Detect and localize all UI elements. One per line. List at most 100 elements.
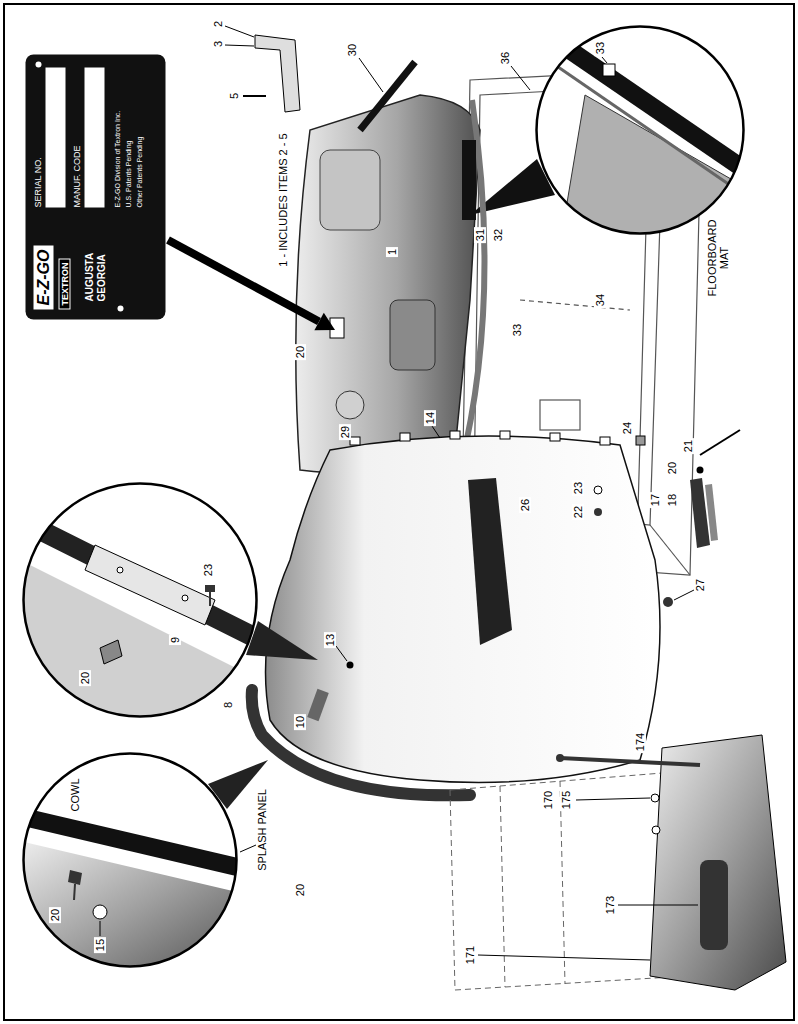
callout-number: 21 (682, 438, 694, 454)
cowl-body (336, 646, 347, 661)
inset-detail (205, 585, 215, 592)
cowl-body (594, 486, 602, 494)
callout-number: 33 (511, 322, 523, 338)
part-name: SPLASH PANEL (256, 787, 268, 873)
callout-number: 20 (666, 460, 678, 476)
cowl-body (636, 436, 645, 445)
page-frame (4, 4, 794, 1020)
trim-strip (359, 58, 530, 130)
bracket-part (255, 35, 300, 112)
plate-text: Other Patents Pending (135, 63, 143, 208)
callout-number: 174 (634, 731, 646, 753)
callout-number: 24 (621, 420, 633, 436)
callout-number: 31 (474, 227, 486, 243)
splash-panel-figure (500, 786, 505, 987)
cowl-body (350, 437, 360, 445)
bracket-part (225, 26, 300, 112)
cowl-body (400, 433, 410, 441)
splash-panel-figure (651, 794, 659, 802)
inset-illustration (545, 40, 750, 245)
cowl-body (697, 467, 704, 474)
inset-outline (22, 752, 238, 968)
cowl-body (468, 478, 512, 645)
callout-number: 20 (294, 882, 306, 898)
callout-number: 18 (666, 492, 678, 508)
callout-number: 23 (202, 562, 214, 578)
inset-detail (100, 640, 122, 664)
inset-detail (182, 595, 188, 601)
rivet-dot (35, 62, 41, 68)
bracket-part (243, 95, 266, 97)
inset-detail (68, 870, 82, 885)
cowl-body (674, 590, 694, 600)
callout-number: 20 (49, 907, 61, 923)
plate-text: E-Z-GO Division of Textron Inc. (113, 63, 121, 208)
inset-outline (22, 482, 258, 718)
cowl-body (700, 430, 740, 455)
detail-inset: 33 (535, 25, 745, 235)
cowl-body (500, 431, 510, 439)
plate-text: U.S. Patents Pending (124, 63, 132, 208)
inset-detail (74, 884, 75, 900)
detail-inset: 23920 (22, 482, 258, 718)
dash-panel (460, 100, 485, 470)
inset-detail (15, 815, 250, 870)
inset-border (24, 754, 237, 967)
cowl-body (705, 484, 718, 541)
inset-detail (85, 545, 215, 625)
callout-number: 27 (694, 577, 706, 593)
callout-number: 15 (94, 937, 106, 953)
callout-number: 3 (212, 39, 224, 49)
inset-detail (209, 592, 211, 606)
inset-border (537, 27, 744, 234)
cowl-body (347, 662, 354, 669)
inset-detail (602, 57, 607, 63)
cowl-body (663, 597, 673, 607)
bracket-part (225, 26, 254, 37)
blank-field (84, 68, 104, 208)
callout-number: 170 (542, 789, 554, 811)
inset-detail (117, 567, 123, 573)
inset-detail (545, 58, 740, 192)
serial-arrow (314, 313, 335, 331)
callout-number: 1 (386, 247, 398, 257)
cowl-body (432, 426, 440, 438)
bracket-part (225, 45, 254, 46)
dash-panel (320, 150, 380, 230)
trim-strip (360, 62, 415, 130)
callout-number: 20 (294, 344, 306, 360)
splash-panel-figure (576, 798, 650, 800)
part-name: COWL (69, 777, 81, 814)
inset-detail (100, 921, 101, 936)
inset-illustration (20, 520, 260, 730)
callout-number: 173 (604, 894, 616, 916)
cowl-body (600, 437, 610, 445)
callout-number: 5 (228, 91, 240, 101)
callout-number: 13 (324, 632, 336, 648)
splash-panel-figure (560, 758, 700, 765)
splash-panel-figure (618, 905, 698, 906)
callout-number: 29 (339, 424, 351, 440)
splash-panel-figure (478, 955, 650, 960)
cowl-body (266, 436, 661, 782)
inset-wedge (240, 845, 256, 852)
callout-number: 33 (594, 40, 606, 56)
trim-strip (359, 58, 383, 92)
inset-illustration (15, 815, 250, 980)
callout-number: 20 (79, 670, 91, 686)
serial-arrow (168, 240, 335, 330)
splash-panel-figure (700, 860, 728, 950)
trim-strip (511, 66, 530, 90)
inset-border (24, 484, 257, 717)
blank-field (45, 68, 65, 208)
callout-number: 175 (560, 789, 572, 811)
inset-detail (603, 64, 615, 76)
inset-detail (20, 520, 260, 640)
cowl-body (594, 508, 602, 516)
floor-frame (520, 300, 630, 310)
splash-panel-figure (450, 790, 455, 990)
callout-number: 17 (649, 492, 661, 508)
splash-panel-figure (560, 781, 565, 984)
cowl-body (450, 431, 460, 439)
floor-frame (540, 400, 580, 430)
